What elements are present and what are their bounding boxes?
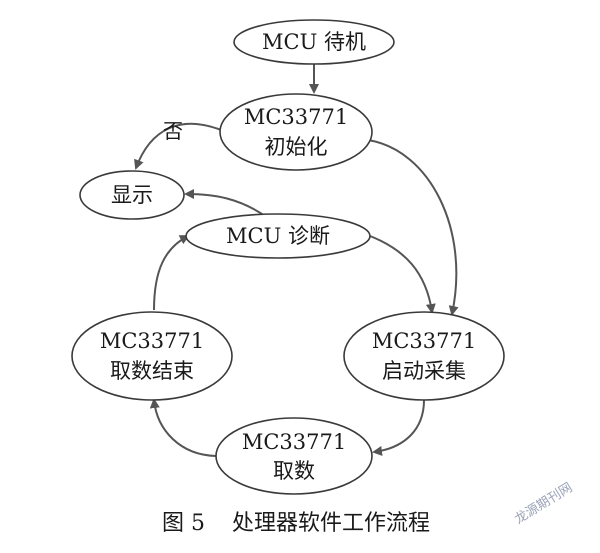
- edge-init-to-start: [367, 139, 459, 316]
- node-mc-start-label-1: MC33771: [372, 329, 476, 353]
- node-mc-end-shape: [71, 311, 233, 401]
- node-mc-init-shape: [219, 93, 373, 171]
- node-mc-fetch-shape: [215, 417, 373, 495]
- node-mc-fetch-label-1: MC33771: [242, 430, 346, 454]
- node-mc-end-label-1: MC33771: [100, 329, 204, 353]
- node-mc-end: MC33771 取数结束: [71, 311, 233, 401]
- watermark: 龙源期刊网: [512, 480, 575, 527]
- figure-title: 处理器软件工作流程: [232, 511, 430, 536]
- node-mc-end-label-2: 取数结束: [110, 359, 194, 383]
- edge-init-to-display: [134, 122, 227, 170]
- node-mcu-diag: MCU 诊断: [185, 213, 371, 259]
- node-mc-start: MC33771 启动采集: [343, 311, 505, 401]
- node-mc-fetch-label-2: 取数: [273, 459, 315, 483]
- figure-caption: 图 5 处理器软件工作流程: [162, 511, 430, 536]
- node-mcu-standby-label: MCU 待机: [262, 30, 366, 54]
- node-mc-init-label-2: 初始化: [265, 135, 328, 159]
- edge-diag-to-start: [369, 235, 436, 314]
- edge-end-to-diag: [153, 235, 190, 311]
- node-display-shape: [79, 170, 185, 220]
- node-mc-start-label-2: 启动采集: [382, 359, 466, 383]
- edge-start-to-fetch: [372, 399, 425, 456]
- edges: [134, 64, 459, 457]
- node-display: 显示: [79, 170, 185, 220]
- node-mc-start-shape: [343, 311, 505, 401]
- edge-label-no: 否: [163, 119, 183, 143]
- figure-number: 图 5: [162, 511, 205, 536]
- node-mc-init-label-1: MC33771: [244, 105, 348, 129]
- node-mc-fetch: MC33771 取数: [215, 417, 373, 495]
- node-mc-init: MC33771 初始化: [219, 93, 373, 171]
- node-mcu-standby: MCU 待机: [233, 19, 395, 65]
- edge-fetch-to-end: [149, 398, 217, 457]
- node-mcu-standby-shape: [233, 19, 395, 65]
- node-mcu-diag-shape: [185, 213, 371, 259]
- edge-diag-to-display: [184, 189, 269, 219]
- node-display-label: 显示: [111, 183, 153, 207]
- node-mcu-diag-label: MCU 诊断: [226, 224, 330, 248]
